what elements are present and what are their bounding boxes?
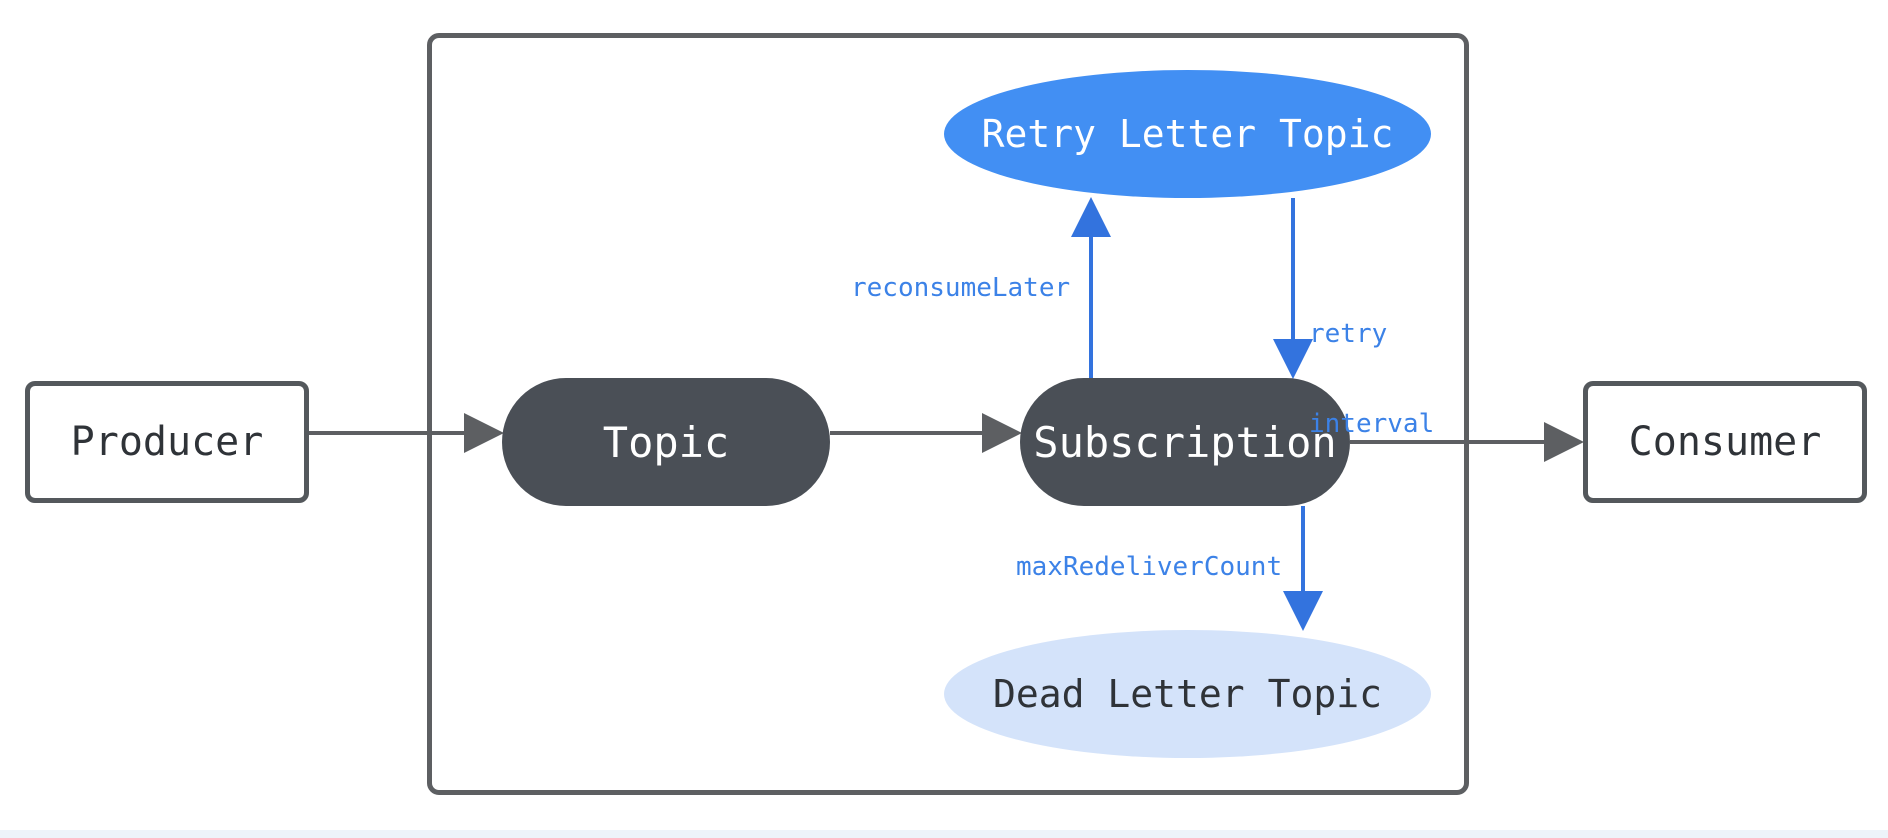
- topic-node: Topic: [502, 378, 830, 506]
- pulsar-broker-container: [427, 33, 1469, 795]
- consumer-node: Consumer: [1583, 381, 1867, 503]
- dead-letter-topic-label: Dead Letter Topic: [993, 672, 1382, 716]
- dead-letter-topic-node: Dead Letter Topic: [944, 630, 1431, 758]
- retry-interval-label: retry interval: [1309, 259, 1434, 499]
- retry-interval-line1: retry: [1309, 319, 1388, 349]
- producer-node: Producer: [25, 381, 309, 503]
- subscription-node: Subscription: [1020, 378, 1350, 506]
- subscription-label: Subscription: [1033, 417, 1337, 467]
- topic-label: Topic: [602, 417, 730, 467]
- retry-interval-line2: interval: [1309, 409, 1435, 439]
- producer-label: Producer: [70, 419, 264, 465]
- consumer-label: Consumer: [1628, 419, 1822, 465]
- retry-letter-topic-node: Retry Letter Topic: [944, 70, 1431, 198]
- bottom-strip: [0, 830, 1888, 838]
- retry-letter-topic-label: Retry Letter Topic: [981, 112, 1394, 156]
- max-redeliver-count-label: maxRedeliverCount: [1016, 552, 1283, 582]
- reconsume-later-label: reconsumeLater: [851, 273, 1071, 303]
